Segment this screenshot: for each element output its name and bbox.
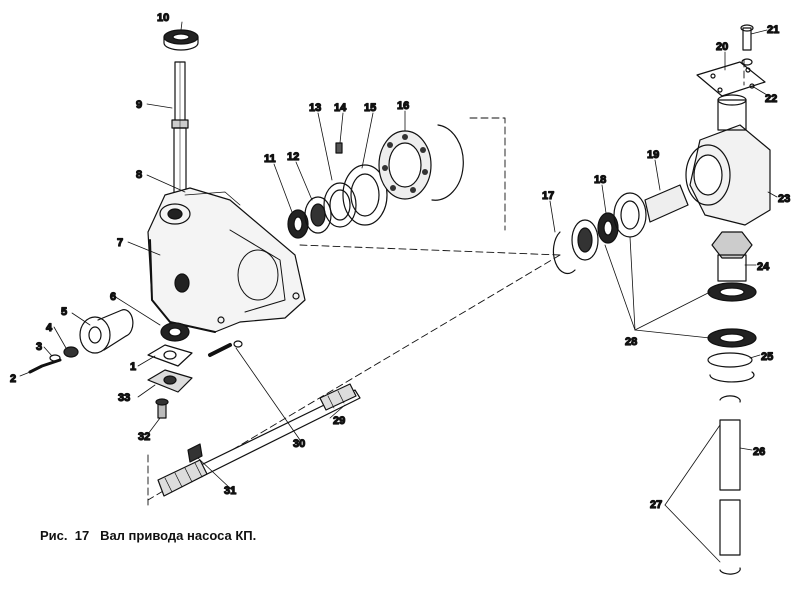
- callout-26: 26: [753, 446, 765, 458]
- callout-9: 9: [136, 99, 142, 111]
- callout-2: 2: [10, 373, 16, 385]
- callout-31: 31: [224, 485, 236, 497]
- figure-caption: Рис. 17 Вал привода насоса КП.: [40, 528, 256, 543]
- callout-6: 6: [110, 291, 116, 303]
- callout-21: 21: [767, 24, 779, 36]
- callout-29: 29: [333, 415, 345, 427]
- callout-19: 19: [647, 149, 659, 161]
- bearing-top-part: [163, 29, 199, 51]
- gearbox-housing-part: [147, 187, 306, 333]
- callout-13: 13: [309, 102, 321, 114]
- caption-title: Вал привода насоса КП.: [100, 528, 257, 543]
- callout-33: 33: [118, 392, 130, 404]
- callout-28: 28: [625, 336, 637, 348]
- callout-18: 18: [594, 174, 606, 186]
- callout-7: 7: [117, 237, 123, 249]
- callout-10: 10: [157, 12, 169, 24]
- callout-22: 22: [765, 93, 777, 105]
- callout-32: 32: [138, 431, 150, 443]
- callout-5: 5: [61, 306, 67, 318]
- callout-labels: 10 9 8 7 6 5 4 3 2 1 33 32 11 12 13 14 1…: [9, 11, 790, 511]
- leader-lines: [19, 21, 778, 563]
- drive-shaft-part: [157, 383, 361, 497]
- callout-1: 1: [130, 361, 136, 373]
- callout-14: 14: [334, 102, 347, 114]
- callout-17: 17: [542, 190, 554, 202]
- callout-20: 20: [716, 41, 728, 53]
- callout-3: 3: [36, 341, 42, 353]
- callout-16: 16: [397, 100, 409, 112]
- callout-25: 25: [761, 351, 773, 363]
- bearing-stack-parts: [287, 124, 464, 239]
- caption-number: 17: [74, 528, 90, 543]
- callout-30: 30: [293, 438, 305, 450]
- right-assembly-parts: [552, 24, 771, 575]
- callout-15: 15: [364, 102, 376, 114]
- callout-27: 27: [650, 499, 662, 511]
- left-fastener-parts: [28, 309, 243, 419]
- callout-12: 12: [287, 151, 299, 163]
- caption-prefix: Рис.: [40, 528, 68, 543]
- callout-23: 23: [778, 193, 790, 205]
- callout-8: 8: [136, 169, 142, 181]
- vertical-shaft-part: [171, 61, 189, 199]
- callout-11: 11: [264, 153, 276, 165]
- callout-4: 4: [46, 322, 53, 334]
- callout-24: 24: [757, 261, 770, 273]
